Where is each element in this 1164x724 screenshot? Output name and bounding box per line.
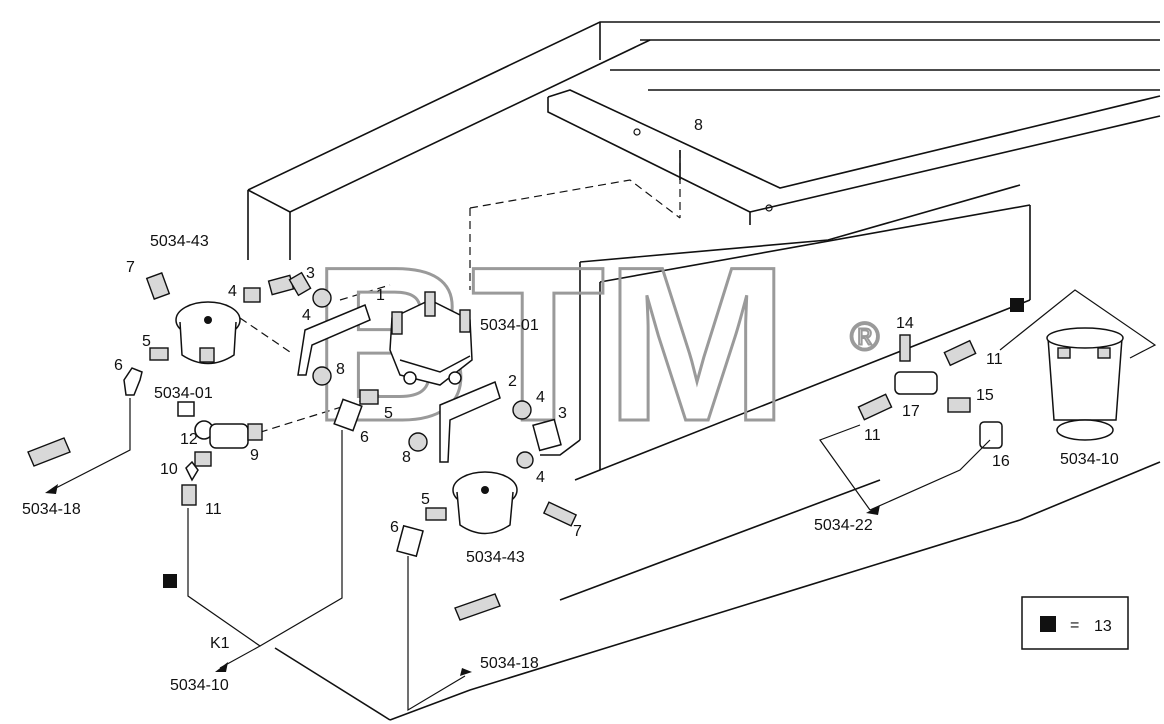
callout-17: 17 xyxy=(902,403,920,420)
callout-6: 6 xyxy=(114,357,123,374)
callout-12: 12 xyxy=(180,431,198,448)
callout-4: 4 xyxy=(536,469,545,486)
callout-3: 3 xyxy=(558,405,567,422)
callout-7: 7 xyxy=(126,259,135,276)
ref-5034-18-left: 5034-18 xyxy=(22,501,81,518)
ref-5034-10-right: 5034-10 xyxy=(1060,451,1119,468)
callout-5: 5 xyxy=(421,491,430,508)
legend-value: 13 xyxy=(1094,618,1112,635)
callout-10: 10 xyxy=(160,461,178,478)
ref-5034-18-bottom: 5034-18 xyxy=(480,655,539,672)
mounting-bracket-1 xyxy=(297,303,371,376)
callout-14: 14 xyxy=(896,315,914,332)
watermark-registered-mark: ® xyxy=(850,315,879,359)
callout-4: 4 xyxy=(536,389,545,406)
reference-labels: 5034-43 5034-01 5034-01 5034-43 5034-18 … xyxy=(22,233,1119,694)
callout-6: 6 xyxy=(390,519,399,536)
callout-8: 8 xyxy=(694,117,703,134)
callout-1: 1 xyxy=(376,287,385,304)
left-pressure-valve xyxy=(175,301,241,365)
callout-6: 6 xyxy=(360,429,369,446)
ref-5034-22: 5034-22 xyxy=(814,517,873,534)
mounting-bracket-2 xyxy=(439,380,501,463)
callout-8: 8 xyxy=(336,361,345,378)
callout-11: 11 xyxy=(986,351,1003,368)
legend-box: = 13 xyxy=(1021,596,1129,650)
callout-9: 9 xyxy=(250,447,259,464)
callout-5: 5 xyxy=(142,333,151,350)
ref-5034-43-bottom: 5034-43 xyxy=(466,549,525,566)
legend-equals: = xyxy=(1070,617,1079,634)
ref-5034-10-bottom: 5034-10 xyxy=(170,677,229,694)
brake-chamber xyxy=(1046,327,1124,441)
callout-8: 8 xyxy=(402,449,411,466)
callout-2: 2 xyxy=(508,373,517,390)
callout-4: 4 xyxy=(302,307,311,324)
callout-4: 4 xyxy=(228,283,237,300)
bottom-pressure-valve xyxy=(452,471,518,535)
legend-square-icon xyxy=(1040,616,1056,632)
callout-11: 11 xyxy=(205,501,222,518)
callout-11: 11 xyxy=(864,427,881,444)
callout-16: 16 xyxy=(992,453,1010,470)
ref-5034-01-center: 5034-01 xyxy=(480,317,539,334)
fittings xyxy=(27,271,1003,621)
reference-lines xyxy=(45,289,1157,712)
callout-5: 5 xyxy=(384,405,393,422)
callout-7: 7 xyxy=(573,523,582,540)
callout-labels: 1 2 3 3 4 4 4 4 5 5 5 6 6 6 7 7 8 8 8 9 … xyxy=(114,117,1010,540)
ref-marker-square-right xyxy=(1010,298,1024,312)
central-relay-valve xyxy=(389,291,473,386)
ref-k1: K1 xyxy=(210,635,230,652)
callout-3: 3 xyxy=(306,265,315,282)
ref-5034-01-left: 5034-01 xyxy=(154,385,213,402)
ref-marker-square-left xyxy=(163,574,177,588)
ref-5034-43-top: 5034-43 xyxy=(150,233,209,250)
callout-15: 15 xyxy=(976,387,994,404)
chassis-frame xyxy=(234,21,1161,721)
